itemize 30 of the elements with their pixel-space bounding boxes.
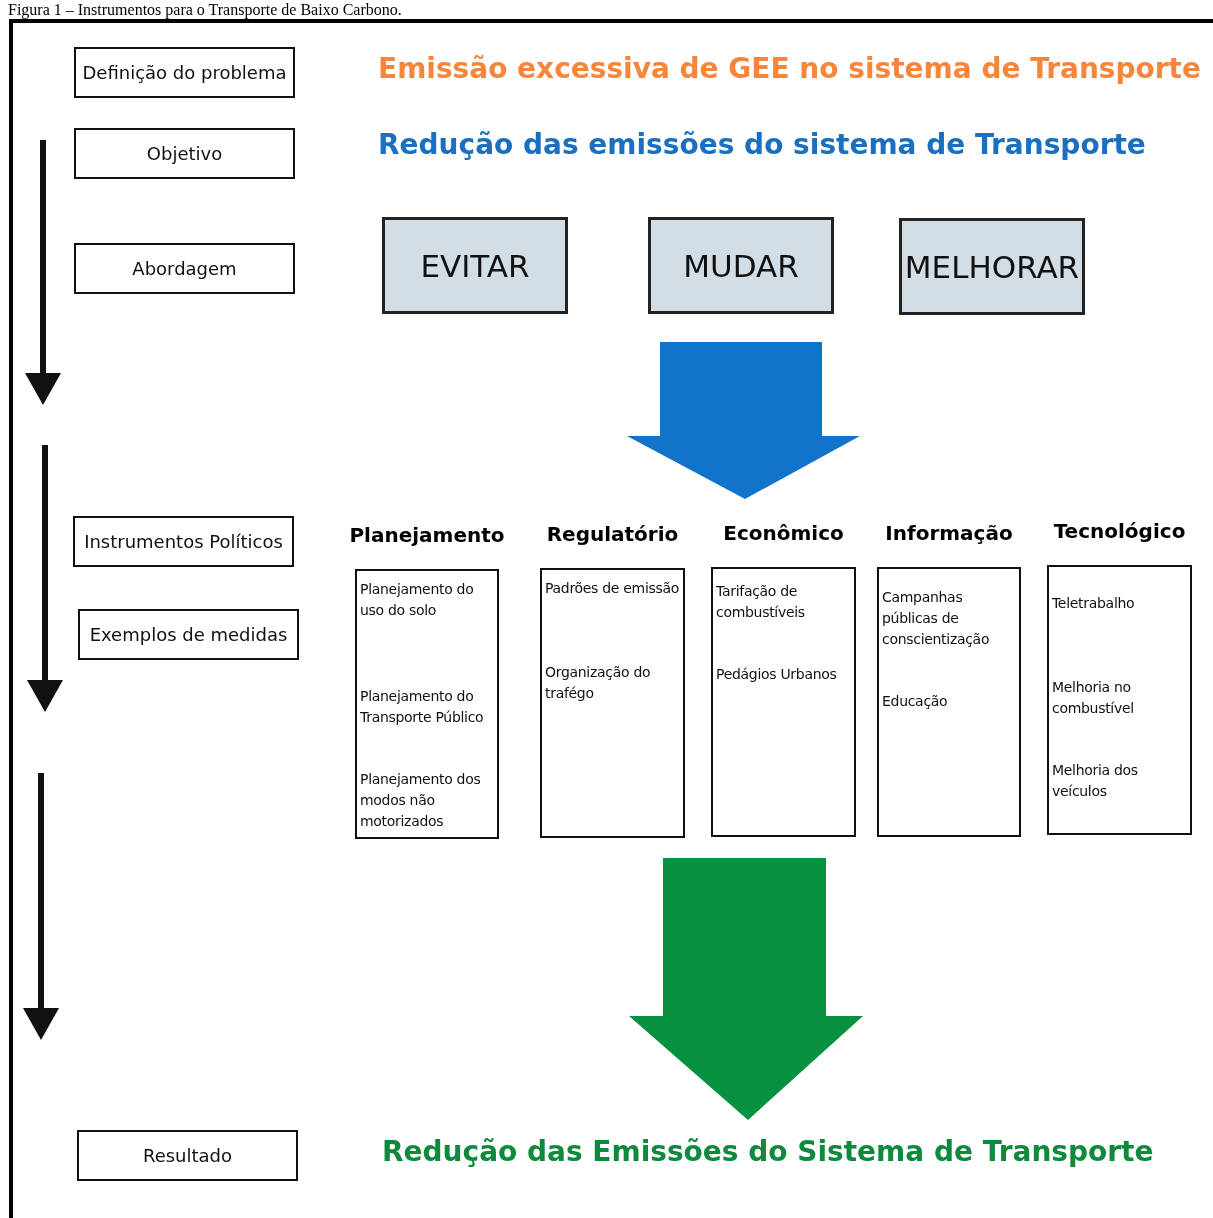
step-box: Exemplos de medidas	[78, 609, 299, 660]
heading-text: Redução das Emissões do Sistema de Transporte	[382, 1135, 1154, 1168]
step-box: Instrumentos Políticos	[73, 516, 294, 567]
approach-box: MUDAR	[648, 217, 834, 314]
measure-text: Melhoria no combustível	[1052, 678, 1135, 718]
measure-text: Planejamento dos modos não motorizados	[360, 770, 482, 831]
measure-text: Planejamento do Transporte Público	[360, 687, 485, 727]
measure-text: Planejamento do uso do solo	[360, 580, 475, 620]
approach-box: MELHORAR	[899, 218, 1085, 315]
approach-box: EVITAR	[382, 217, 568, 314]
measure-text: Organização do trafégo	[545, 663, 652, 703]
measure-text: Tarifação de combustíveis	[716, 582, 806, 622]
column-heading: Regulatório	[545, 522, 680, 546]
measure-text: Padrões de emissão	[545, 579, 681, 598]
measure-text: Teletrabalho	[1052, 594, 1136, 613]
column-heading: Econômico	[722, 521, 845, 545]
step-box: Objetivo	[74, 128, 295, 179]
heading-text: Emissão excessiva de GEE no sistema de Transporte	[378, 52, 1201, 85]
step-box: Definição do problema	[74, 47, 295, 98]
step-box: Abordagem	[74, 243, 295, 294]
step-box: Resultado	[77, 1130, 298, 1181]
heading-text: Redução das emissões do sistema de Transporte	[378, 128, 1146, 161]
measure-text: Campanhas públicas de conscientização	[882, 588, 991, 649]
measure-text: Melhoria dos veículos	[1052, 761, 1139, 801]
column-heading: Informação	[884, 521, 1014, 545]
figure-caption: Figura 1 – Instrumentos para o Transporte de Baixo Carbono.	[8, 1, 402, 18]
column-heading: Planejamento	[348, 523, 506, 547]
column-heading: Tecnológico	[1052, 519, 1187, 543]
measure-text: Pedágios Urbanos	[716, 665, 838, 684]
measure-text: Educação	[882, 692, 949, 711]
